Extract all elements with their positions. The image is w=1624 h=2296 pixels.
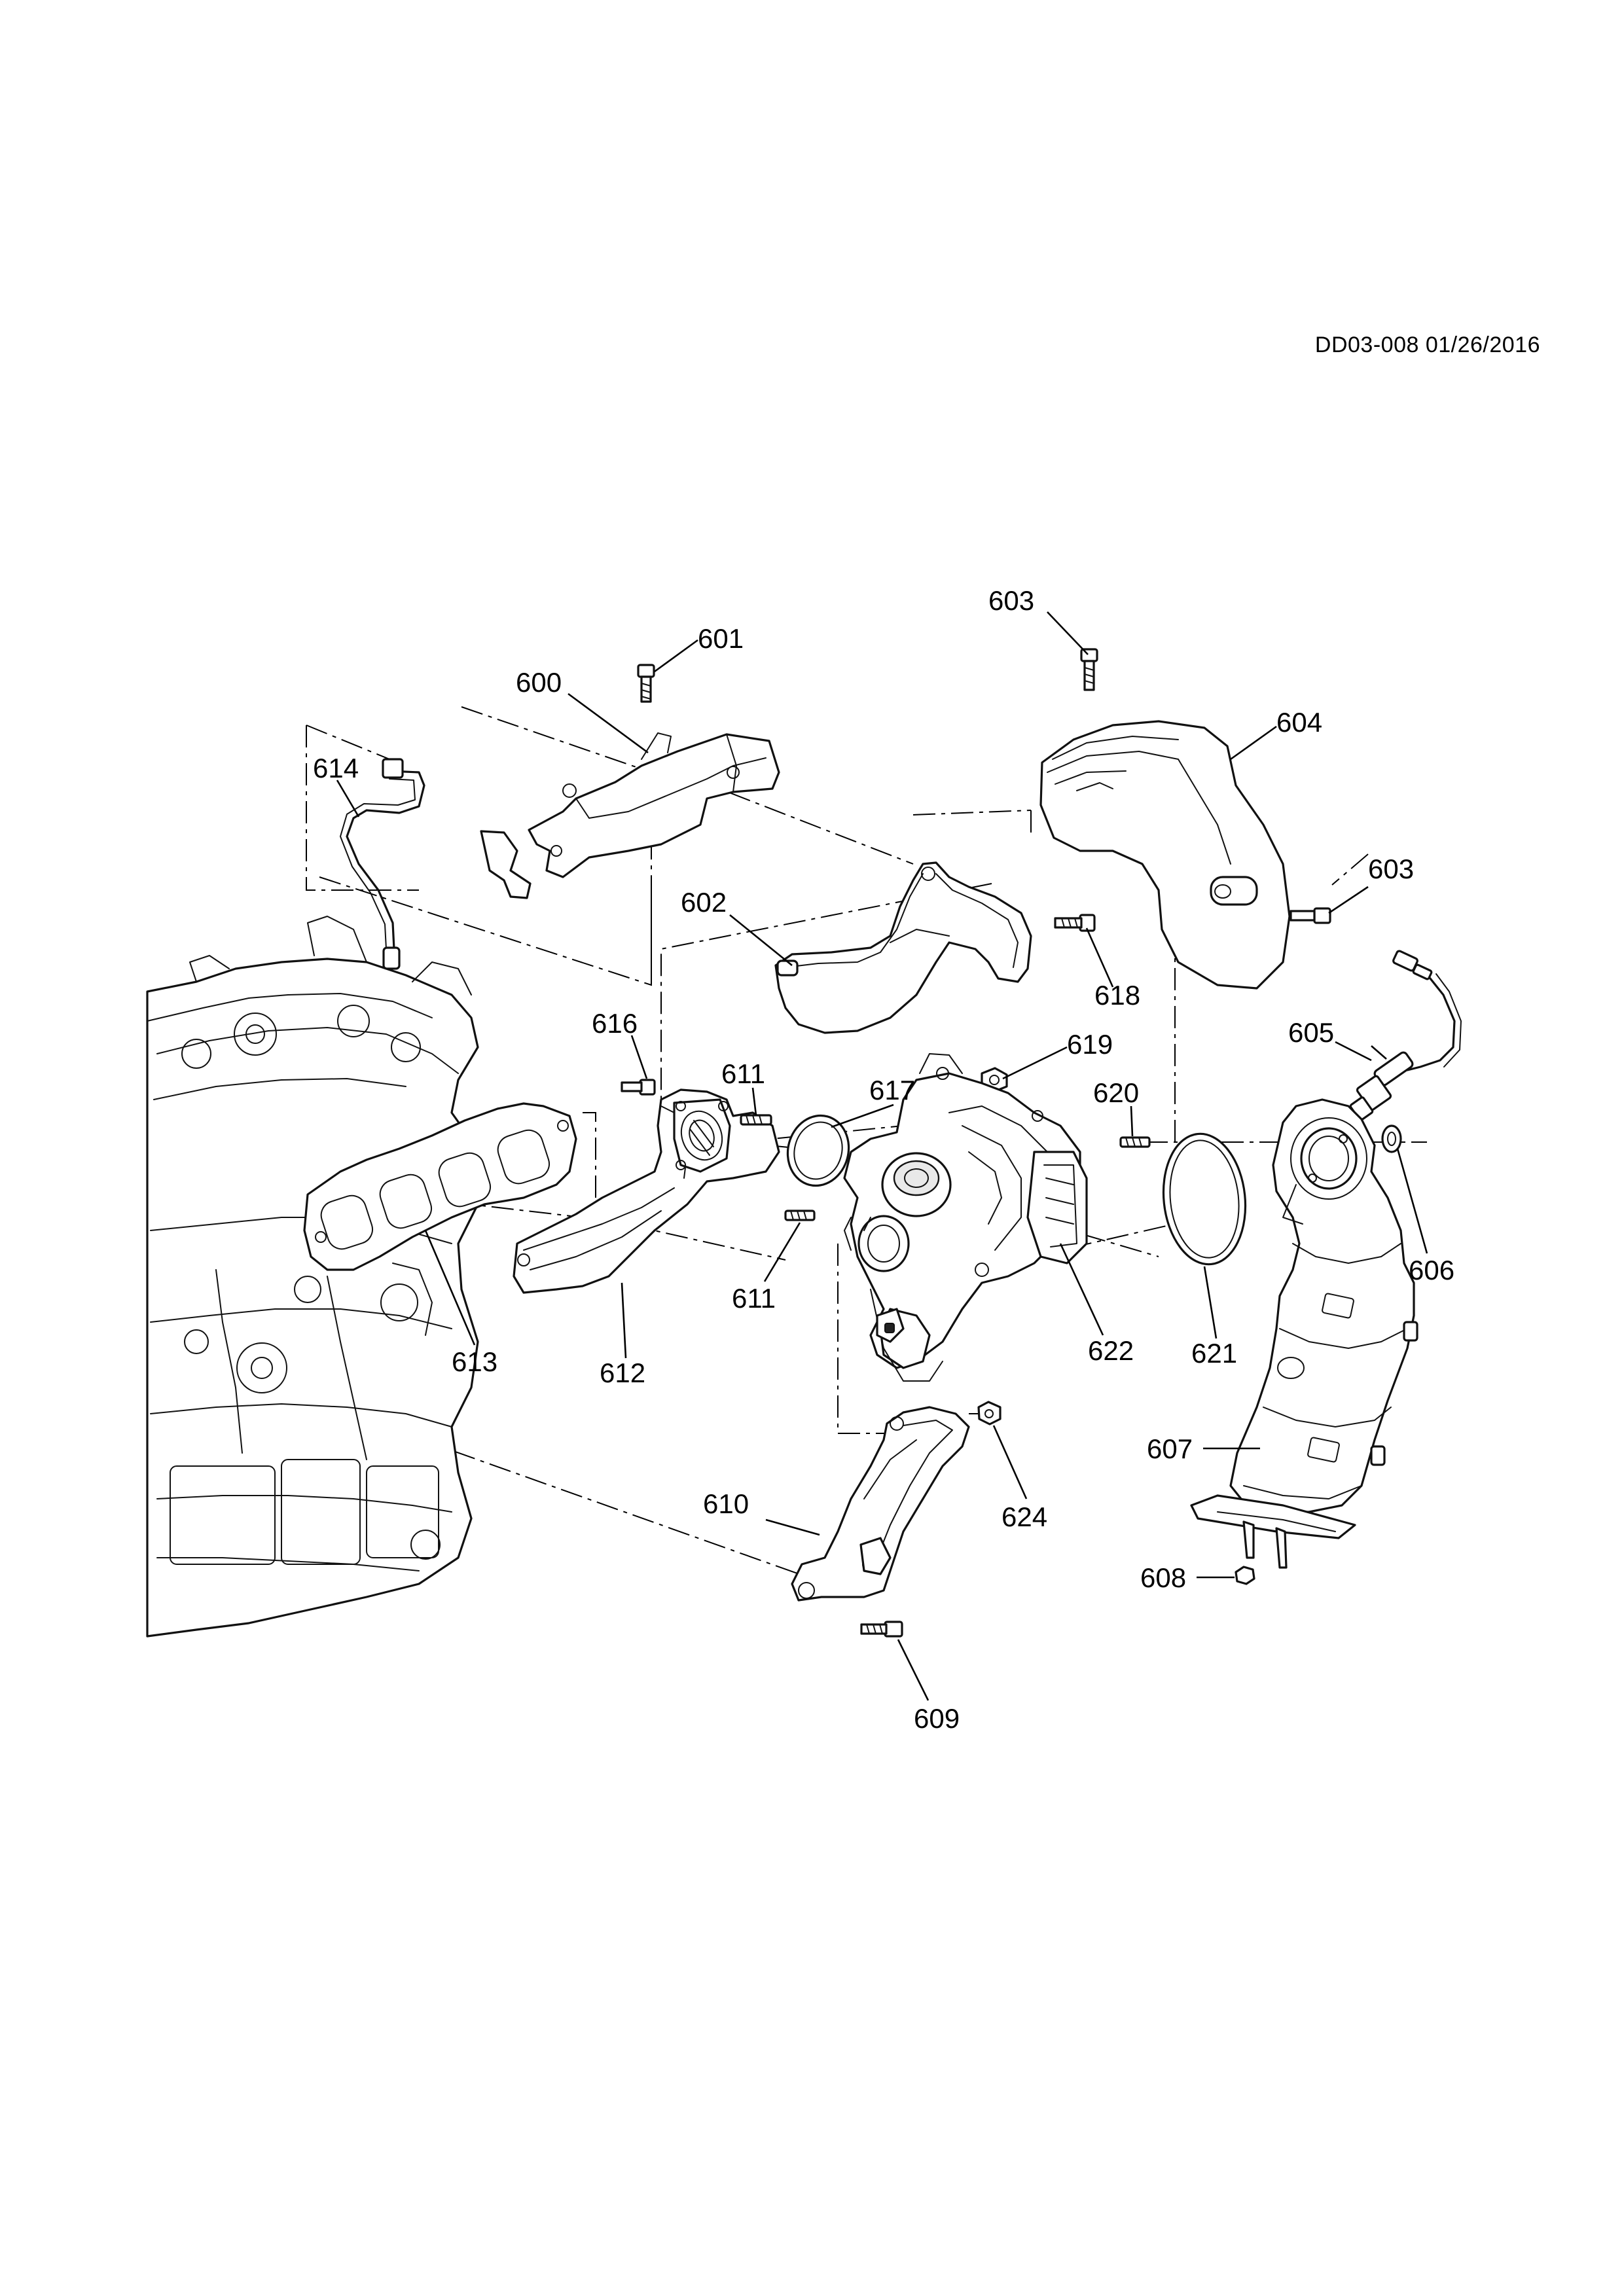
callout-619: 619: [1067, 1029, 1113, 1060]
callout-605: 605: [1288, 1017, 1334, 1048]
callout-617: 617: [869, 1075, 915, 1105]
callout-624: 624: [1001, 1501, 1047, 1532]
callout-600: 600: [516, 667, 562, 698]
nut-624: [977, 1401, 1001, 1426]
stud-611-lower: [784, 1210, 816, 1221]
bolt-603-right: [1290, 907, 1331, 924]
turbocharger-622: [843, 1053, 1088, 1382]
upper-bracket: [480, 732, 780, 899]
callout-609: 609: [914, 1703, 960, 1734]
callout-601: 601: [698, 623, 744, 654]
support-bracket-610: [791, 1406, 970, 1602]
callout-614: 614: [313, 753, 359, 783]
engine-block: [146, 916, 486, 1638]
manifold-gasket-613: [303, 1102, 577, 1271]
callout-604: 604: [1276, 707, 1322, 738]
bolt-609: [860, 1621, 903, 1638]
sensor-tube: [340, 758, 425, 970]
callout-606: 606: [1409, 1255, 1454, 1285]
bolt-603-upper: [1080, 648, 1098, 691]
callout-608: 608: [1140, 1562, 1186, 1593]
oxygen-sensor-605: [1349, 950, 1462, 1121]
nut-608: [1235, 1566, 1255, 1585]
callout-603-right: 603: [1368, 853, 1414, 884]
seal-ring-621: [1162, 1132, 1247, 1266]
bolt-618: [1054, 914, 1096, 932]
callout-613: 613: [452, 1346, 497, 1377]
callout-611-lower: 611: [732, 1283, 776, 1314]
callout-610: 610: [703, 1488, 749, 1519]
callout-618: 618: [1094, 980, 1140, 1011]
callout-620: 620: [1093, 1077, 1139, 1108]
callout-611-upper: 611: [721, 1058, 765, 1089]
callout-602: 602: [681, 887, 727, 918]
callout-607: 607: [1147, 1433, 1193, 1464]
stud-620: [1119, 1136, 1151, 1148]
leader-lines: [336, 611, 1428, 1701]
document-id: DD03-008 01/26/2016: [1314, 332, 1540, 357]
heat-shield-602: [774, 861, 1032, 1034]
bolt-601: [637, 664, 655, 703]
heat-shield-604: [1039, 720, 1291, 990]
gasket-606: [1381, 1124, 1402, 1153]
callout-616: 616: [592, 1008, 638, 1039]
callout-labels: 603 601 600 604 614 603 602 618 605 616 …: [313, 585, 1454, 1734]
callout-612: 612: [600, 1357, 645, 1388]
exhaust-manifold-612: [513, 1088, 780, 1294]
callout-622: 622: [1088, 1335, 1134, 1366]
bolt-616: [621, 1079, 656, 1096]
catalytic-converter-607: [1190, 1098, 1418, 1569]
gasket-ring-617: [786, 1114, 850, 1187]
stud-611-upper: [740, 1114, 772, 1126]
callout-621: 621: [1191, 1338, 1237, 1369]
callout-603-upper: 603: [988, 585, 1034, 616]
